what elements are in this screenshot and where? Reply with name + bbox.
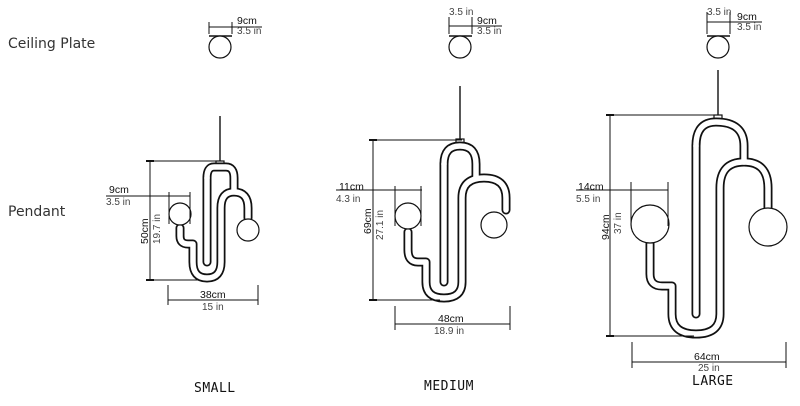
pendant-large-width-cm: 64cm	[694, 351, 720, 363]
pendant-large-arm-fill	[647, 159, 771, 337]
pendant-large-globe-in: 5.5 in	[576, 194, 600, 205]
ceiling-plate-small: 9cm 3.5 in	[208, 15, 262, 59]
pendant-small-globe-cm: 9cm	[109, 184, 129, 196]
plate-large-canopy	[706, 35, 730, 59]
pendant-large-height-cm: 94cm	[600, 214, 612, 240]
plate-large-width-cm: 9cm	[737, 11, 757, 23]
pendant-small: 9cm 3.5 in 50cm 19.7 in 38cm 15 in	[106, 116, 260, 313]
pendant-medium-height-in: 27.1 in	[375, 210, 386, 240]
pendant-small-globe-left	[168, 202, 192, 226]
size-label-small: SMALL	[194, 381, 236, 396]
plate-small-canopy	[208, 35, 232, 59]
pendant-small-top-arm-fill	[204, 164, 237, 193]
pendant-small-width-in: 15 in	[202, 302, 224, 313]
pendant-large-width-in: 25 in	[698, 363, 720, 374]
ceiling-plate-medium: 3.5 in 9cm 3.5 in	[448, 7, 502, 59]
pendant-small-arm-fill	[177, 189, 251, 281]
row-label-ceiling-plate: Ceiling Plate	[8, 36, 96, 52]
size-label-large: LARGE	[692, 374, 734, 389]
pendant-small-globe-in: 3.5 in	[106, 197, 130, 208]
pendant-medium-globe-in: 4.3 in	[336, 194, 360, 205]
pendant-small-globe-right	[236, 218, 260, 242]
pendant-large-globe-left	[630, 204, 670, 244]
plate-large-height-in: 3.5 in	[707, 7, 731, 18]
size-label-medium: MEDIUM	[424, 379, 474, 394]
pendant-large-top-arm-fill	[693, 119, 747, 165]
pendant-large-height-in: 37 in	[613, 212, 624, 234]
row-label-pendant: Pendant	[8, 204, 66, 220]
pendant-medium-width-cm: 48cm	[438, 313, 464, 325]
pendant-medium-globe-cm: 11cm	[339, 181, 364, 193]
pendant-small-width-cm: 38cm	[200, 289, 226, 301]
pendant-medium: 11cm 4.3 in 69cm 27.1 in 48cm 18.9 in	[336, 86, 511, 337]
pendant-medium-arm-fill	[405, 175, 509, 301]
plate-medium-width-cm: 9cm	[477, 15, 497, 27]
pendant-large-globe-cm: 14cm	[578, 181, 604, 193]
plate-small-width-in: 3.5 in	[237, 26, 261, 37]
pendant-medium-globe-right	[480, 211, 508, 239]
pendant-medium-width-in: 18.9 in	[434, 326, 464, 337]
pendant-large-globe-right	[748, 207, 788, 247]
pendant-medium-globe-left	[394, 202, 422, 230]
pendant-medium-top-arm-fill	[441, 143, 479, 181]
pendant-large: 14cm 5.5 in 94cm 37 in 64cm 25 in	[576, 70, 788, 374]
plate-medium-height-in: 3.5 in	[449, 7, 473, 18]
pendant-medium-height-cm: 69cm	[362, 208, 374, 234]
plate-large-width-in: 3.5 in	[737, 22, 761, 33]
pendant-small-height-cm: 50cm	[139, 218, 151, 244]
plate-medium-width-in: 3.5 in	[477, 26, 501, 37]
pendant-small-height-in: 19.7 in	[152, 214, 163, 244]
plate-small-width-cm: 9cm	[237, 15, 257, 27]
ceiling-plate-large: 3.5 in 9cm 3.5 in	[706, 7, 762, 59]
plate-medium-canopy	[448, 35, 472, 59]
